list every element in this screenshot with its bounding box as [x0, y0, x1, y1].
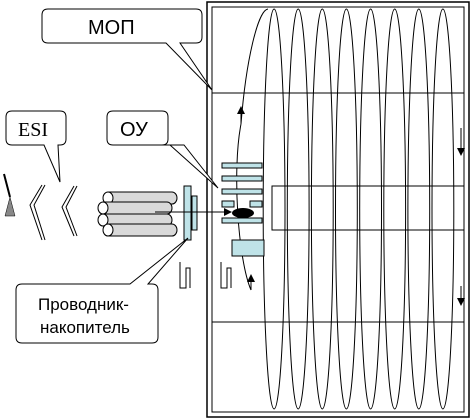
ion-optics-electrode: [221, 175, 263, 182]
lower-electrode-region: [211, 321, 465, 413]
detector-block: [231, 239, 265, 257]
trajectory-loop: [286, 8, 310, 410]
ion-optics-electrode: [221, 200, 235, 208]
callout-guide-bubble: [15, 237, 189, 344]
ion-optics-electrode: [221, 217, 263, 224]
accumulator-plate: [191, 195, 198, 231]
callout-esi: ESI: [5, 110, 67, 183]
esi-skimmer-cone-1: [29, 184, 43, 241]
ion-beam-arrowhead: [224, 208, 232, 216]
trajectory-loop: [359, 8, 383, 410]
esi-skimmer-cone-1-inner: [33, 184, 46, 241]
rod-multipole: [97, 191, 178, 237]
callout-mop: МОП: [41, 8, 213, 91]
ion-optics-electrode: [221, 188, 263, 195]
trajectory-loop: [310, 8, 334, 410]
ion-packet: [232, 208, 254, 218]
central-electrode-region: [271, 185, 465, 231]
callout-guide-label-line2: накопитель: [40, 318, 130, 337]
right-arrow-upper-head: [457, 148, 465, 156]
callout-guide-label-line1: Проводник-: [38, 295, 129, 314]
callout-ou-label: ОУ: [120, 119, 148, 141]
callout-mop-bubble: [41, 8, 213, 91]
multipole-rod-end: [102, 223, 114, 237]
callout-guide: Проводник- накопитель: [15, 237, 189, 344]
trajectory-loop: [262, 8, 286, 410]
trajectory-loop: [383, 8, 407, 410]
callout-mop-label: МОП: [88, 17, 135, 39]
accumulator-electrode-profile: [220, 262, 232, 289]
callout-esi-bubble: [5, 110, 67, 183]
multipole-rod: [108, 191, 178, 205]
trap-chamber: [206, 1, 470, 418]
right-arrow-lower-head: [457, 298, 465, 306]
callout-esi-label: ESI: [18, 119, 48, 141]
chamber-outer-frame: [206, 1, 470, 418]
multipole-rod-end: [97, 201, 109, 215]
guide-accumulator: [179, 185, 232, 289]
esi-skimmer-cone-2: [61, 185, 75, 237]
direction-arrows: [237, 106, 465, 306]
accumulator-plate: [183, 185, 192, 241]
accumulator-electrode-profile: [179, 262, 191, 289]
callout-ou-bubble: [106, 110, 219, 189]
left-arrow-up-head: [237, 106, 245, 114]
callout-ou: ОУ: [106, 110, 219, 189]
spiral-ion-trajectory: [236, 8, 455, 410]
trajectory-loop: [431, 8, 455, 410]
esi-skimmer-cone-2-inner: [65, 185, 78, 237]
ion-optics-electrode: [249, 200, 263, 208]
ion-optics-assembly: [221, 162, 265, 257]
esi-source: [3, 173, 78, 241]
ion-beam-path: [155, 208, 232, 216]
left-arrow-down-head: [247, 274, 255, 282]
trajectory-loop: [407, 8, 431, 410]
esi-spray-cone: [4, 196, 16, 217]
esi-needle: [3, 173, 11, 198]
ion-optics-electrode: [221, 162, 263, 169]
multipole-rod-end: [97, 213, 109, 227]
trajectory-loop: [335, 8, 358, 410]
multipole-rod: [108, 223, 178, 237]
